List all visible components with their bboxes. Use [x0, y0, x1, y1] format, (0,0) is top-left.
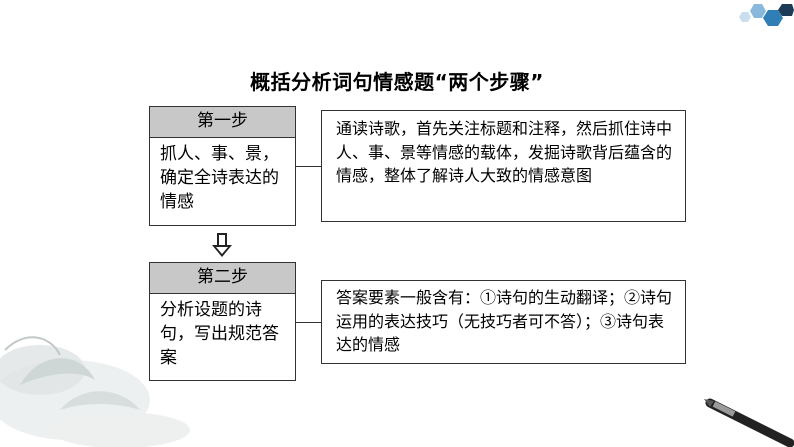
page-title: 概括分析词句情感题“两个步骤”	[250, 70, 544, 94]
step-2-connector	[296, 322, 321, 323]
hexagon-cluster-icon	[739, 4, 794, 26]
step-1-box: 第一步 抓人、事、景，确定全诗表达的情感	[149, 106, 296, 226]
step-2-label: 第二步	[150, 263, 295, 294]
step-2-box: 第二步 分析设题的诗句，写出规范答案	[149, 262, 296, 381]
step-2-description: 答案要素一般含有：①诗句的生动翻译；②诗句运用的表达技巧（无技巧者可不答）；③诗…	[321, 280, 686, 364]
step-2-body: 分析设题的诗句，写出规范答案	[160, 300, 279, 368]
step-1-body: 抓人、事、景，确定全诗表达的情感	[160, 144, 279, 212]
step-1-label: 第一步	[150, 107, 295, 138]
down-arrow-icon	[212, 233, 232, 257]
step-1-description: 通读诗歌，首先关注标题和注释，然后抓住诗中人、事、景等情感的载体，发掘诗歌背后蕴…	[321, 110, 686, 222]
ink-brush-icon	[704, 398, 794, 447]
lotus-ink-icon	[0, 336, 190, 447]
step-1-connector	[296, 166, 321, 167]
